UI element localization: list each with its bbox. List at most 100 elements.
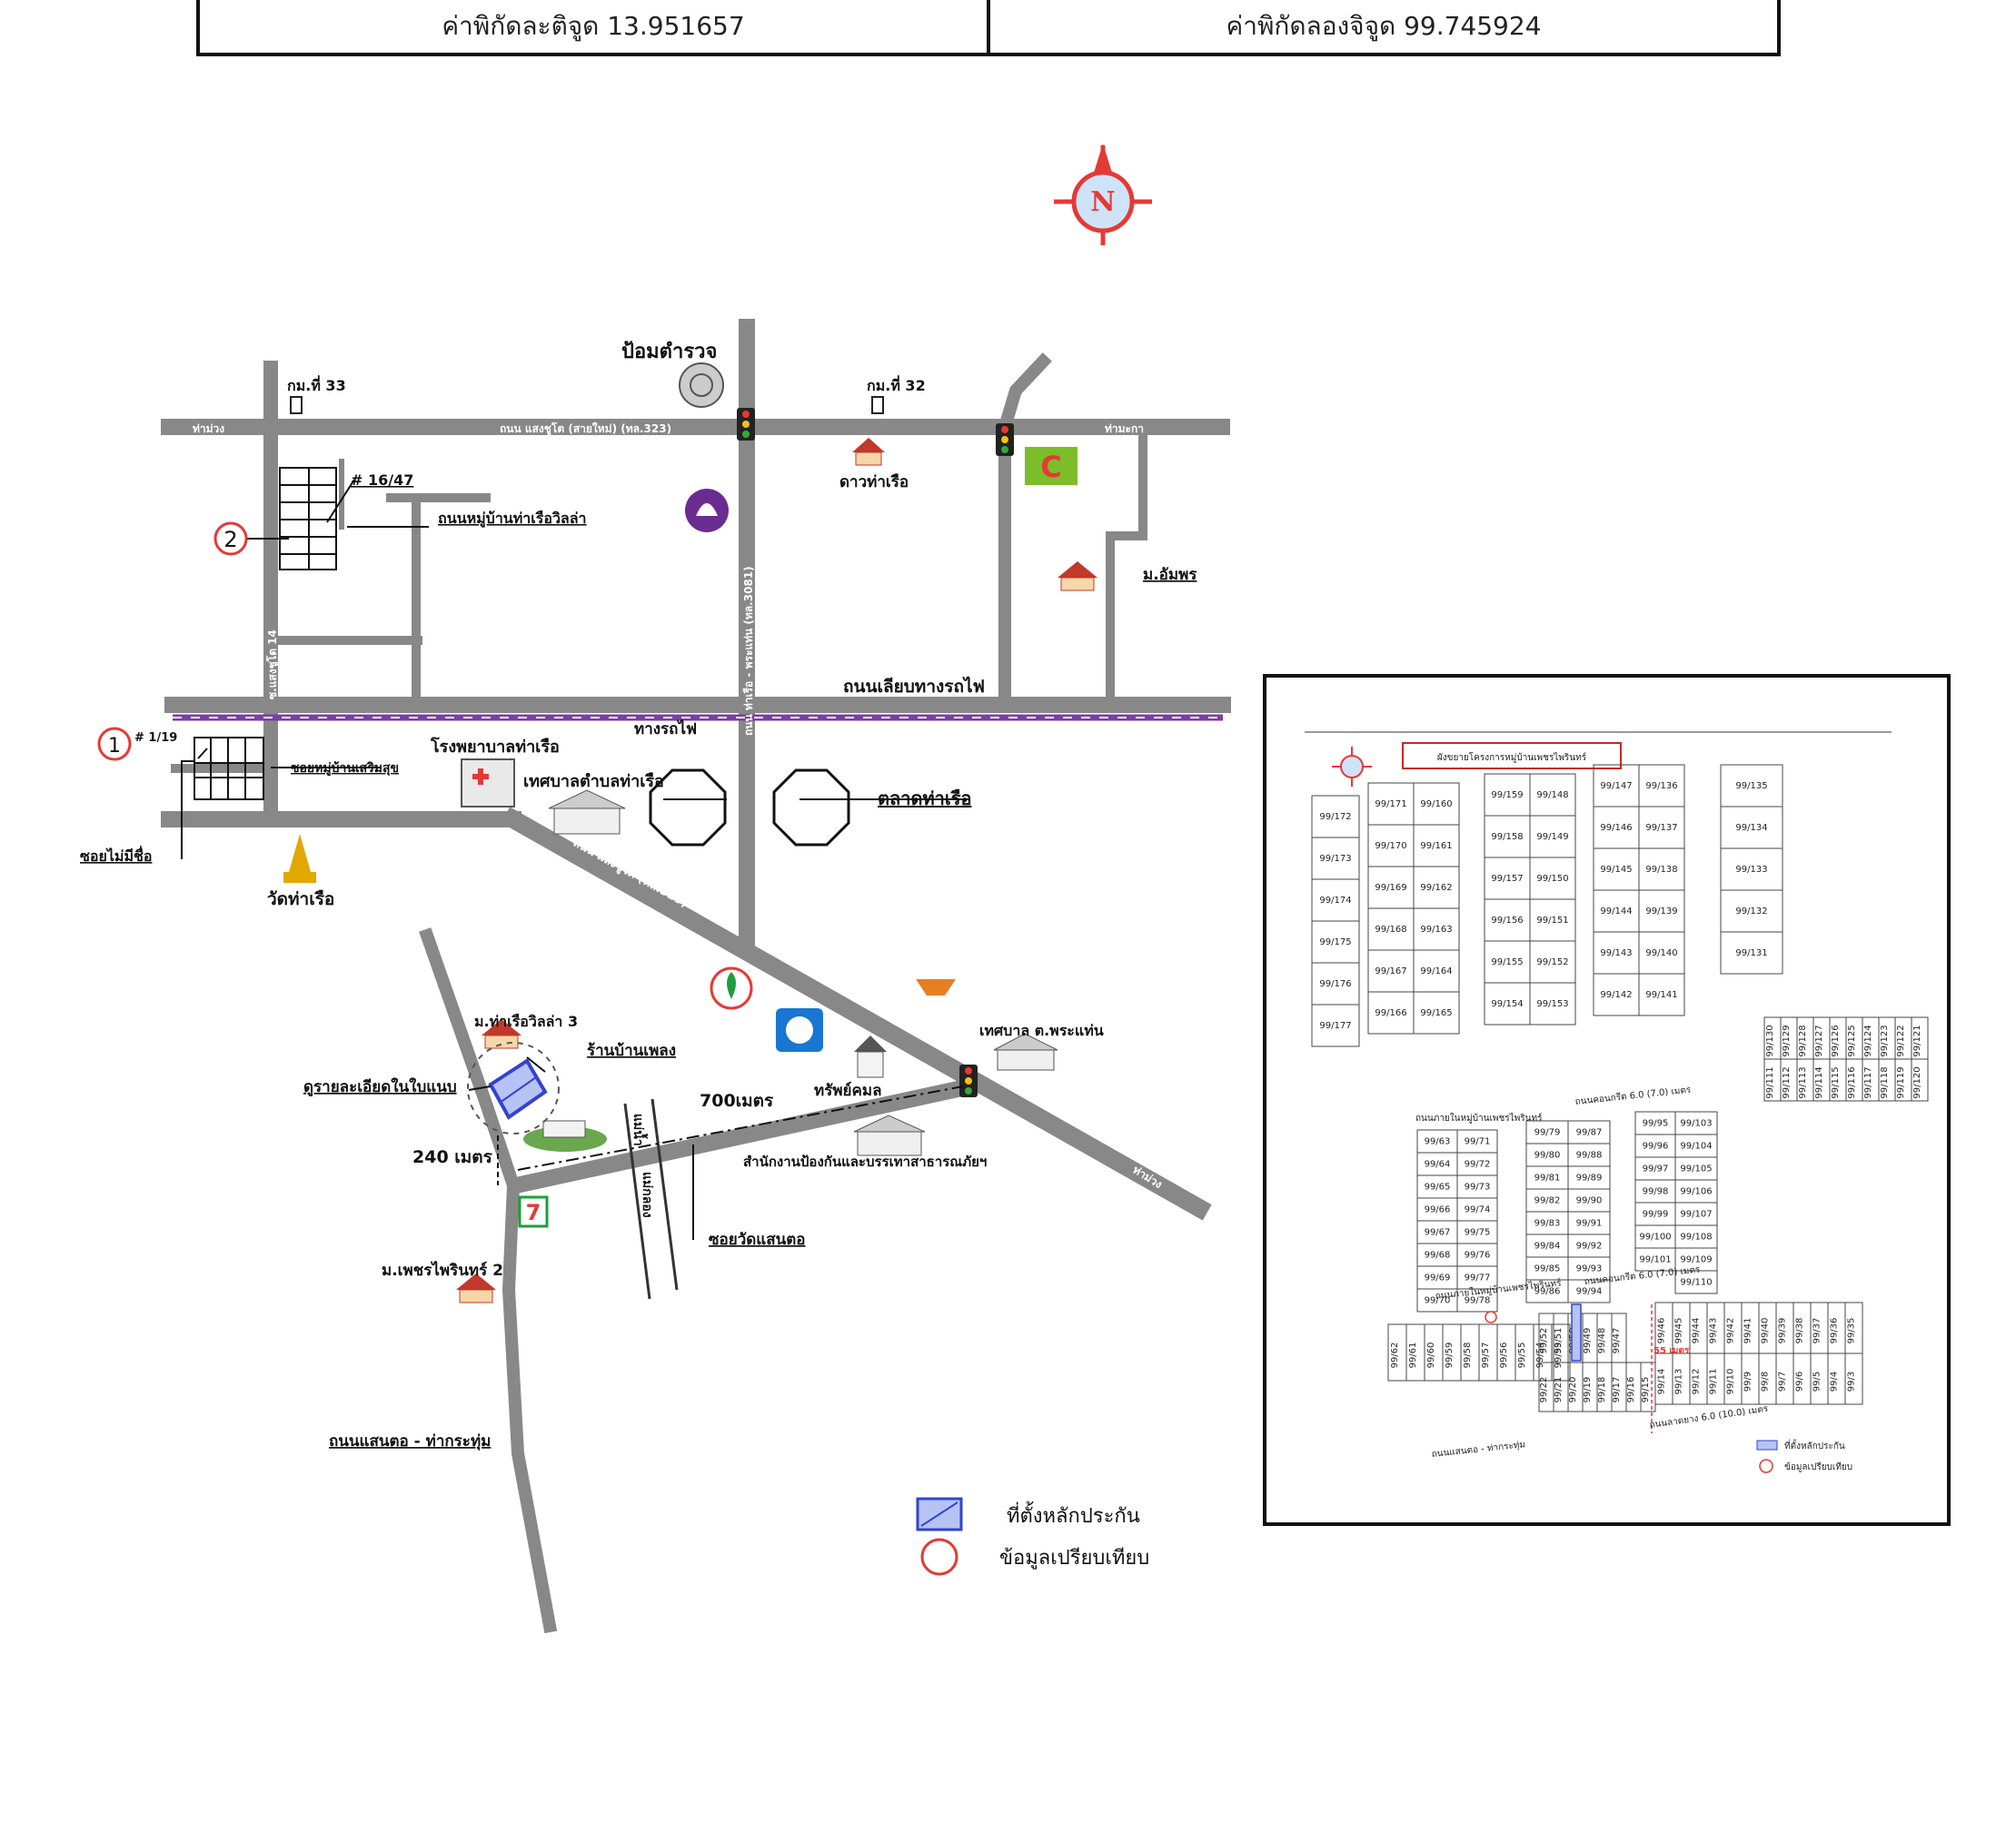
svg-text:C: C [1040,450,1061,484]
lot-label: 99/126 [1831,1025,1841,1056]
lot-label: 99/87 [1576,1128,1603,1138]
house-icon [482,1019,521,1049]
octagon-marker-icon [772,768,850,847]
lot-label: 99/174 [1319,896,1351,906]
label-house-16-47: # 16/47 [351,471,413,489]
lot-label: 99/118 [1880,1066,1890,1098]
lot-label: 99/149 [1536,832,1568,842]
site-distance-label: 55 เมตร [1654,1346,1690,1356]
lot-label: 99/63 [1425,1137,1451,1147]
lot-label: 99/122 [1896,1025,1906,1056]
label-m-phet-phairin2: ม.เพชรไพรินทร์ 2 [382,1261,503,1280]
label-road-3081: ถนน ท่าเรือ - พระแท่น (ทล.3081) [742,566,755,736]
lot-label: 99/172 [1319,812,1351,822]
lot-label: 99/91 [1576,1219,1603,1229]
lot-label: 99/37 [1812,1318,1822,1344]
roads [161,319,1231,1634]
lot-cell [1311,1004,1360,1047]
lot-label: 99/136 [1645,781,1677,791]
lot-grid: 99/17299/17399/17499/17599/17699/17799/1… [1311,764,1929,1412]
traffic-light-icon [959,1065,978,1097]
lot-label: 99/88 [1576,1151,1603,1161]
lot-label: 99/56 [1499,1343,1509,1369]
legend-collateral-label: ที่ตั้งหลักประกัน [1007,1501,1140,1528]
lot-label: 99/71 [1465,1137,1491,1147]
lot-label: 99/138 [1645,865,1677,875]
lot-label: 99/44 [1692,1318,1702,1344]
label-rail-road: ถนนเลียบทางรถไฟ [843,676,985,697]
lot-label: 99/22 [1539,1377,1549,1403]
soi-wat-saen-to [506,1076,980,1195]
police-badge-icon [679,362,724,408]
lot-label: 99/105 [1680,1164,1712,1174]
label-soi-14: ซ.แสงชูโต 14 [265,629,280,699]
lot-label: 99/125 [1847,1025,1857,1056]
lot-label: 99/42 [1726,1318,1736,1344]
lot-label: 99/5 [1812,1372,1822,1392]
lot-label: 99/66 [1425,1205,1451,1215]
hospital-icon [461,758,515,808]
label-tha-maka: ท่ามะกา [1105,422,1144,435]
label-village-road: ถนนหมู่บ้านท่าเรือวิลล่า [438,510,587,529]
site-plan-inset: ผังขยายโครงการหมู่บ้านเพชรไพรินทร์ 99/17… [1263,674,1951,1526]
svg-text:7: 7 [526,1200,541,1225]
lot-label: 99/151 [1536,916,1568,926]
lot-label: 99/129 [1782,1025,1792,1056]
lot-label: 99/85 [1534,1264,1561,1274]
housing-block-1 [194,737,264,800]
lot-label: 99/11 [1709,1369,1719,1395]
lot-label: 99/52 [1539,1328,1549,1354]
lot-label: 99/53 [1554,1343,1564,1369]
lot-label: 99/75 [1465,1228,1491,1238]
collateral-location [467,1042,560,1134]
label-km32: กม.ที่ 32 [867,375,926,394]
lot-label: 99/150 [1536,874,1568,884]
svg-text:ที่ตั้งหลักประกัน: ที่ตั้งหลักประกัน [1784,1439,1845,1452]
svg-text:2: 2 [223,527,237,552]
map-labels: ป้อมตำรวจ กม.ที่ 33 กม.ที่ 32 ท่าม่วง ถน… [80,341,1197,1451]
lot-label: 99/146 [1600,823,1632,833]
lot-label: 99/3 [1847,1372,1857,1392]
lot-label: 99/134 [1735,823,1767,833]
km-marker-icon [290,396,303,414]
lot-label: 99/117 [1863,1066,1873,1098]
lot-cell [1720,931,1783,975]
lot-label: 99/111 [1765,1066,1775,1098]
lot-label: 99/157 [1491,874,1523,884]
lot-label: 99/82 [1534,1196,1561,1206]
lot-cell [1844,1352,1863,1405]
office-building-icon [853,1115,926,1156]
lot-label: 99/59 [1445,1343,1455,1369]
lot-cell [1413,991,1460,1035]
coordinates-bar: ค่าพิกัดละติจูด 13.951657 ค่าพิกัดลองจิจ… [196,0,1781,56]
lot-label: 99/69 [1425,1273,1451,1283]
lot-label: 99/106 [1680,1187,1712,1197]
lot-label: 99/39 [1778,1318,1788,1344]
label-concrete-road-1: ถนนคอนกรีต 6.0 (7.0) เมตร [1574,1085,1692,1107]
lot-label: 99/48 [1597,1328,1607,1354]
lot-label: 99/98 [1643,1187,1669,1197]
label-soi-wat: ซอยวัดแสนตอ [709,1231,806,1249]
label-distance-240: 240 เมตร [412,1147,493,1167]
thanachart-logo-icon [916,979,956,996]
lot-cell [1638,973,1685,1016]
lot-label: 99/21 [1554,1377,1564,1403]
label-municipality: เทศบาลตำบลท่าเรือ [523,772,664,791]
label-distance-700: 700เมตร [700,1091,774,1111]
lot-label: 99/154 [1491,999,1523,1009]
label-road-saen-to: ถนนแสนตอ - ท่ากระทุ่ม [329,1432,491,1451]
lot-label: 99/116 [1847,1066,1857,1098]
label-office: สำนักงานป้องกันและบรรเทาสาธารณภัยฯ [743,1154,987,1170]
lot-label: 99/153 [1536,999,1568,1009]
label-km33: กม.ที่ 33 [287,375,346,394]
label-railway: ทางรถไฟ [634,719,697,738]
lot-label: 99/162 [1420,883,1452,893]
lot-label: 99/10 [1726,1369,1736,1395]
latitude-value: ค่าพิกัดละติจูด 13.951657 [442,11,745,41]
lot-cell [1674,1270,1718,1294]
temple-icon [283,834,316,883]
collateral-lot [1571,1303,1582,1362]
north-letter: N [1090,186,1115,218]
lot-label: 99/120 [1912,1066,1922,1098]
